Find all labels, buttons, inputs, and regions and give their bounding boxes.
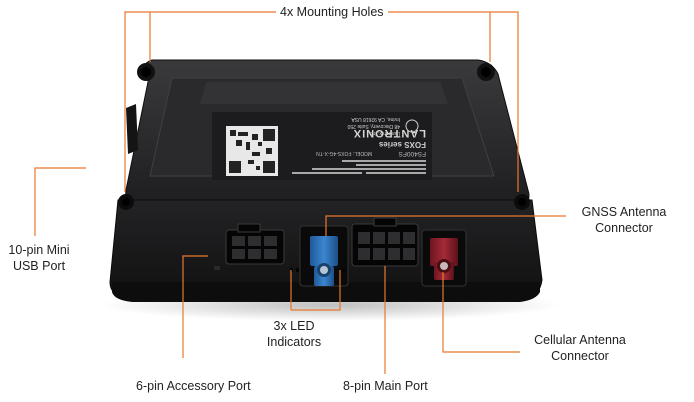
label-model: MODEL: FOXS-4G-X-TN [316,150,372,156]
label-gnss: GNSS Antenna Connector [566,204,682,236]
usb-mini-port [214,266,220,270]
label-cellular: Cellular Antenna Connector [520,332,640,364]
label-part-no: FS400FS [398,150,426,157]
leader-mounting-holes [124,11,276,192]
label-cellular-line1: Cellular Antenna [534,333,626,347]
label-series: FOXS series [378,140,426,149]
label-led-line1: 3x LED [273,319,315,333]
label-gnss-line1: GNSS Antenna [581,205,667,219]
label-usb-line1: 10-pin Mini [8,243,70,257]
cellular-antenna-connector [421,229,467,287]
device-top-plate [200,82,448,104]
label-gnss-line2: Connector [595,221,653,235]
mounting-hole-bottom-left [118,194,134,210]
label-led-line2: Indicators [266,335,322,349]
accessory-port-6pin [225,223,285,265]
label-led: 3x LED Indicators [248,318,340,350]
label-main-port: 8-pin Main Port [343,379,428,393]
svg-text:48 Discovery, Suite 250: 48 Discovery, Suite 250 [347,123,400,129]
svg-text:Lantronix, Inc.: Lantronix, Inc. [369,130,400,136]
label-usb-port: 10-pin Mini USB Port [4,242,74,274]
mounting-hole-top-left [137,63,155,81]
label-address: Lantronix, Inc. 48 Discovery, Suite 250 … [347,116,419,136]
mounting-hole-bottom-right [514,194,530,210]
gnss-antenna-connector [299,225,349,287]
label-accessory-port: 6-pin Accessory Port [136,379,251,393]
mounting-hole-top-right [477,63,495,81]
leader-lines [34,11,566,374]
leader-usb [34,167,86,236]
leader-accessory [182,255,208,358]
device-base [112,282,540,302]
side-clip [126,104,138,154]
svg-text:Irvine, CA 92618 USA: Irvine, CA 92618 USA [351,116,400,122]
label-mounting-holes: 4x Mounting Holes [280,5,384,19]
leader-cellular [442,272,520,353]
main-port-8pin [351,217,419,267]
label-usb-line2: USB Port [12,259,66,273]
label-cellular-line2: Connector [551,349,609,363]
leader-gnss [325,215,566,236]
